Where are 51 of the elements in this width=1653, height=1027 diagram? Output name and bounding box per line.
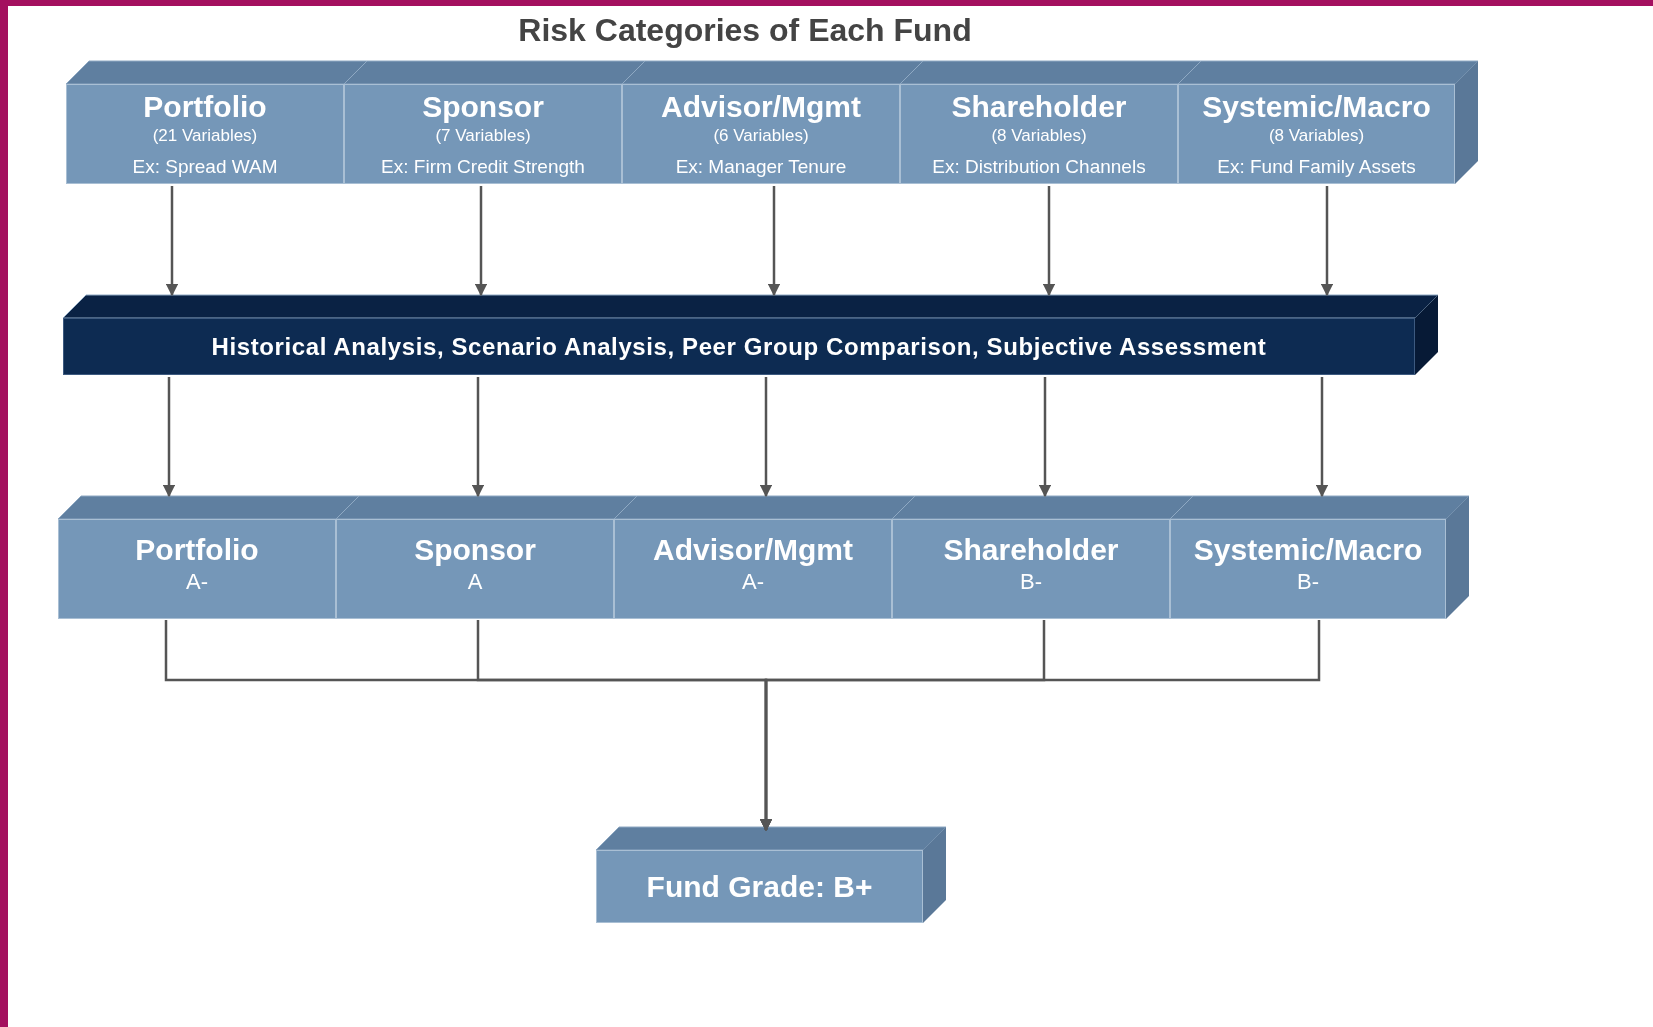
- arrow: [474, 186, 488, 297]
- variable-count: (6 Variables): [713, 125, 809, 147]
- variable-count: (7 Variables): [435, 125, 531, 147]
- category-box: [344, 84, 622, 184]
- grade-value: B-: [1020, 568, 1042, 596]
- example-text: Ex: Fund Family Assets: [1217, 155, 1416, 179]
- grade-value: B-: [1297, 568, 1319, 596]
- category-box: [614, 519, 892, 619]
- arrow: [162, 377, 176, 498]
- category-box: [1170, 519, 1446, 619]
- arrow: [471, 377, 485, 498]
- box-title: Shareholder: [943, 532, 1119, 568]
- category-box: [66, 84, 344, 184]
- category-box: [900, 84, 1178, 184]
- arrow: [1038, 377, 1052, 498]
- example-text: Ex: Spread WAM: [132, 155, 278, 179]
- arrow: [1042, 186, 1056, 297]
- variable-count: (8 Variables): [991, 125, 1087, 147]
- band-text: Historical Analysis, Scenario Analysis, Peer Group Comparison, Subjective Assessment: [211, 331, 1267, 362]
- grade-value: A: [467, 568, 483, 596]
- arrow: [759, 620, 1321, 832]
- category-box: [622, 84, 900, 184]
- category-box: [58, 519, 336, 619]
- grade-value: A-: [186, 568, 208, 596]
- arrow: [759, 377, 773, 498]
- box-title: Sponsor: [414, 532, 536, 568]
- box-title: Sponsor: [422, 89, 544, 125]
- box-title: Advisor/Mgmt: [661, 89, 861, 125]
- analysis-band: [63, 318, 1415, 375]
- example-text: Ex: Distribution Channels: [932, 155, 1146, 179]
- category-box: [892, 519, 1170, 619]
- box-title: Systemic/Macro: [1202, 89, 1431, 125]
- example-text: Ex: Firm Credit Strength: [381, 155, 585, 179]
- box-title: Systemic/Macro: [1193, 532, 1423, 568]
- box-title: Portfolio: [135, 532, 259, 568]
- diagram-title: Risk Categories of Each Fund: [517, 11, 973, 50]
- category-box: [596, 850, 923, 923]
- arrow: [165, 186, 179, 297]
- arrow: [767, 186, 781, 297]
- box-title: Advisor/Mgmt: [653, 532, 853, 568]
- arrow: [1320, 186, 1334, 297]
- variable-count: (21 Variables): [152, 125, 258, 147]
- box-title: Shareholder: [951, 89, 1127, 125]
- arrow: [1315, 377, 1329, 498]
- variable-count: (8 Variables): [1268, 125, 1365, 147]
- grade-value: A-: [742, 568, 764, 596]
- grade-title: Fund Grade: B+: [646, 869, 873, 905]
- category-box: [336, 519, 614, 619]
- example-text: Ex: Manager Tenure: [675, 155, 847, 179]
- box-title: Portfolio: [143, 89, 267, 125]
- category-box: [1178, 84, 1455, 184]
